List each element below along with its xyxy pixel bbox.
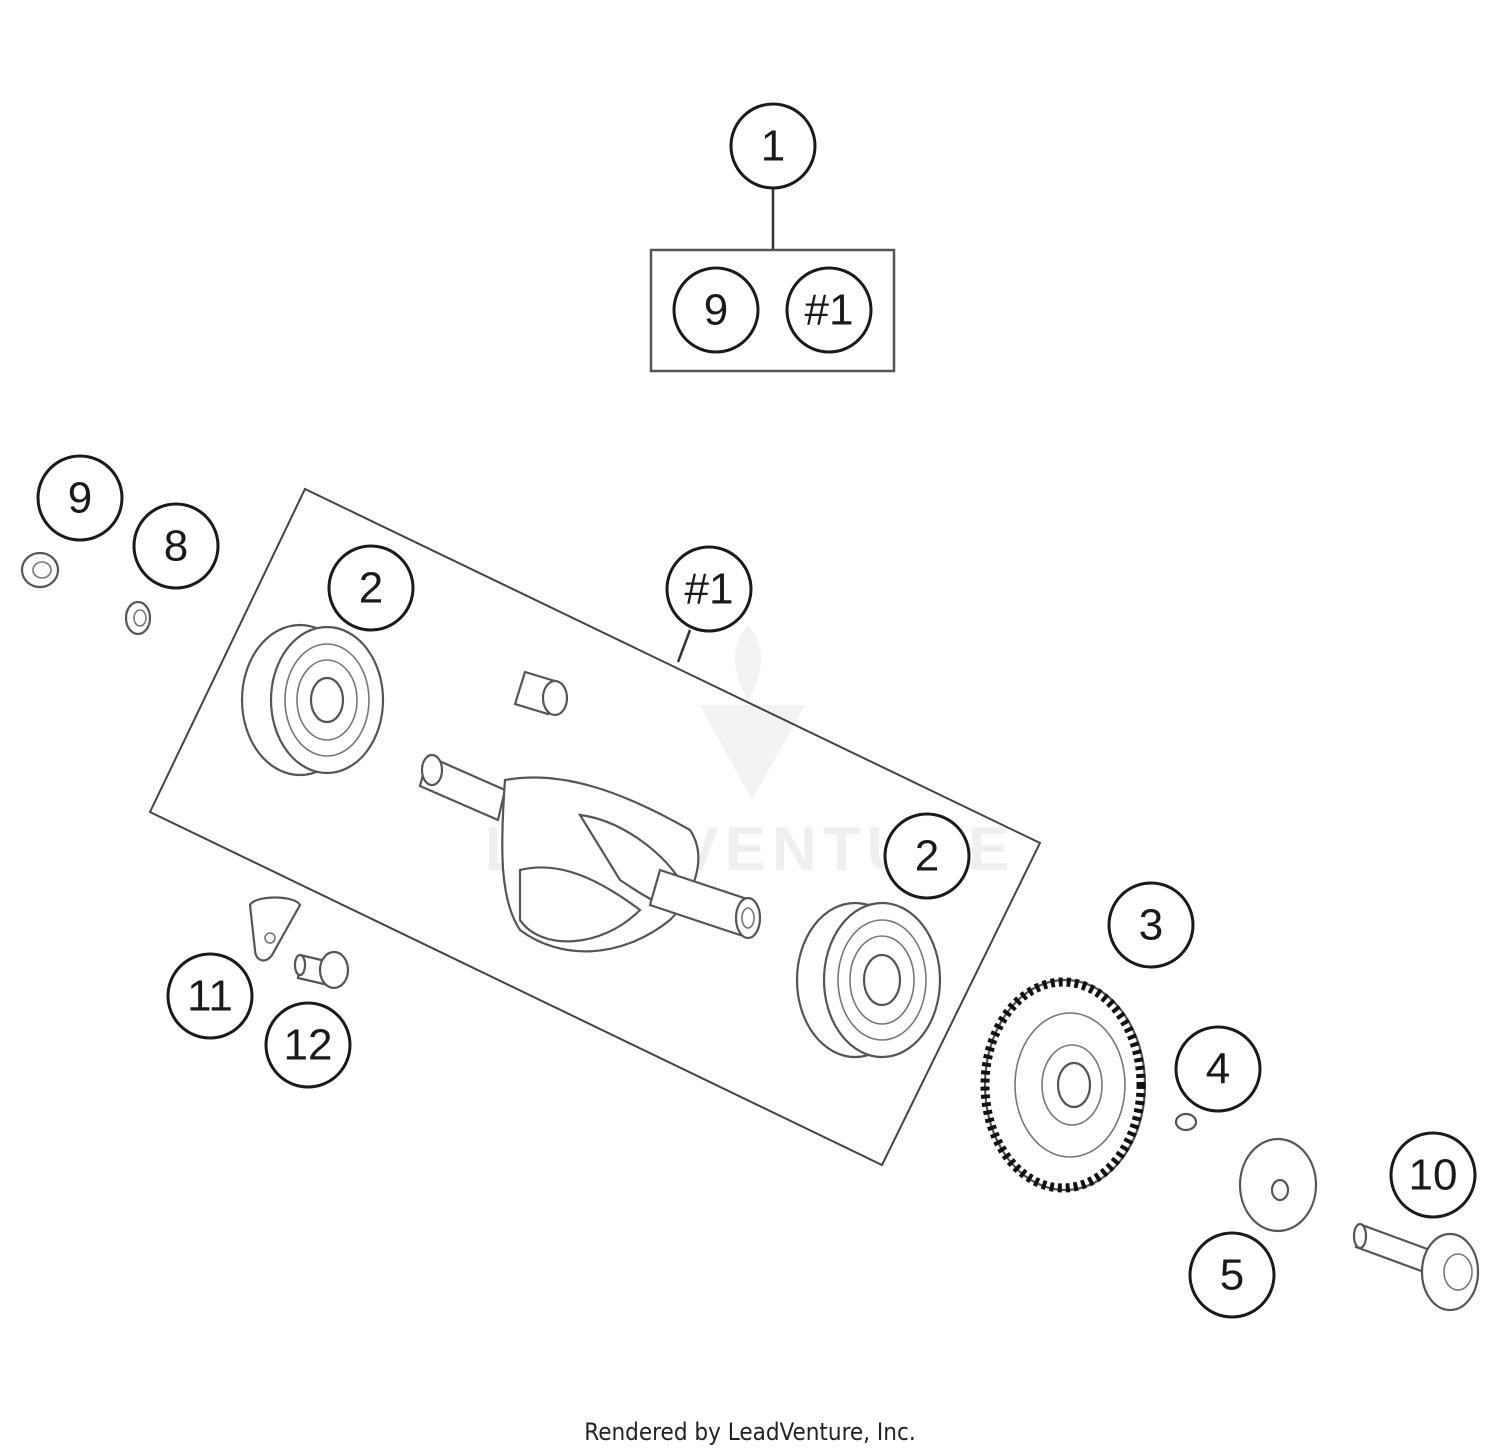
screw-12-part [293, 950, 350, 990]
callout-kit-9: 9 [672, 266, 760, 354]
svg-text:2: 2 [359, 564, 383, 613]
callout-screw-12: 12 [264, 1001, 352, 1089]
svg-text:12: 12 [284, 1021, 333, 1070]
callout-bearing-left-2: 2 [327, 544, 415, 632]
svg-text:2: 2 [915, 832, 939, 881]
callout-washer-5: 5 [1188, 1231, 1276, 1319]
svg-text:9: 9 [704, 286, 728, 335]
washer-8-part [124, 600, 152, 636]
svg-text:#1: #1 [685, 565, 734, 614]
svg-text:11: 11 [187, 972, 233, 1021]
svg-text:10: 10 [1409, 1151, 1458, 1200]
bolt-10-part [1352, 1222, 1480, 1312]
woodruff-key [1174, 1112, 1198, 1132]
callout-bracket-11: 11 [166, 952, 254, 1040]
callout-key-4: 4 [1174, 1025, 1262, 1113]
callout-washer-8: 8 [132, 502, 220, 590]
svg-text:4: 4 [1206, 1045, 1230, 1094]
svg-text:3: 3 [1139, 901, 1163, 950]
bracket-11-hole [264, 932, 276, 944]
svg-text:5: 5 [1220, 1251, 1244, 1300]
callout-bolt-10: 10 [1389, 1131, 1477, 1219]
balancer-gear [980, 977, 1147, 1193]
callout-assembly-1: 1 [729, 102, 817, 190]
callout-kit-frame-hash1: #1 [665, 545, 753, 633]
callout-gear-3: 3 [1107, 881, 1195, 969]
svg-text:8: 8 [164, 522, 188, 571]
nut-9-part [20, 551, 60, 589]
crankshaft [418, 753, 762, 953]
svg-text:1: 1 [761, 122, 785, 171]
bearing-right [795, 901, 942, 1059]
svg-text:9: 9 [68, 474, 92, 523]
washer-5-part [1238, 1137, 1318, 1233]
kit-frame [148, 487, 1042, 1167]
kit-frame-leader [676, 629, 692, 663]
callout-kit-hash1: #1 [785, 266, 873, 354]
bearing-left [240, 623, 385, 777]
crank-pin [513, 670, 569, 717]
assembly-group [649, 188, 896, 373]
footer-credit: Rendered by LeadVenture, Inc. [584, 1418, 916, 1446]
callout-bearing-right-2: 2 [883, 812, 971, 900]
callout-nut-9: 9 [36, 454, 124, 542]
kit-box [649, 248, 896, 373]
svg-text:#1: #1 [805, 286, 854, 335]
bracket-11-part [248, 896, 302, 962]
